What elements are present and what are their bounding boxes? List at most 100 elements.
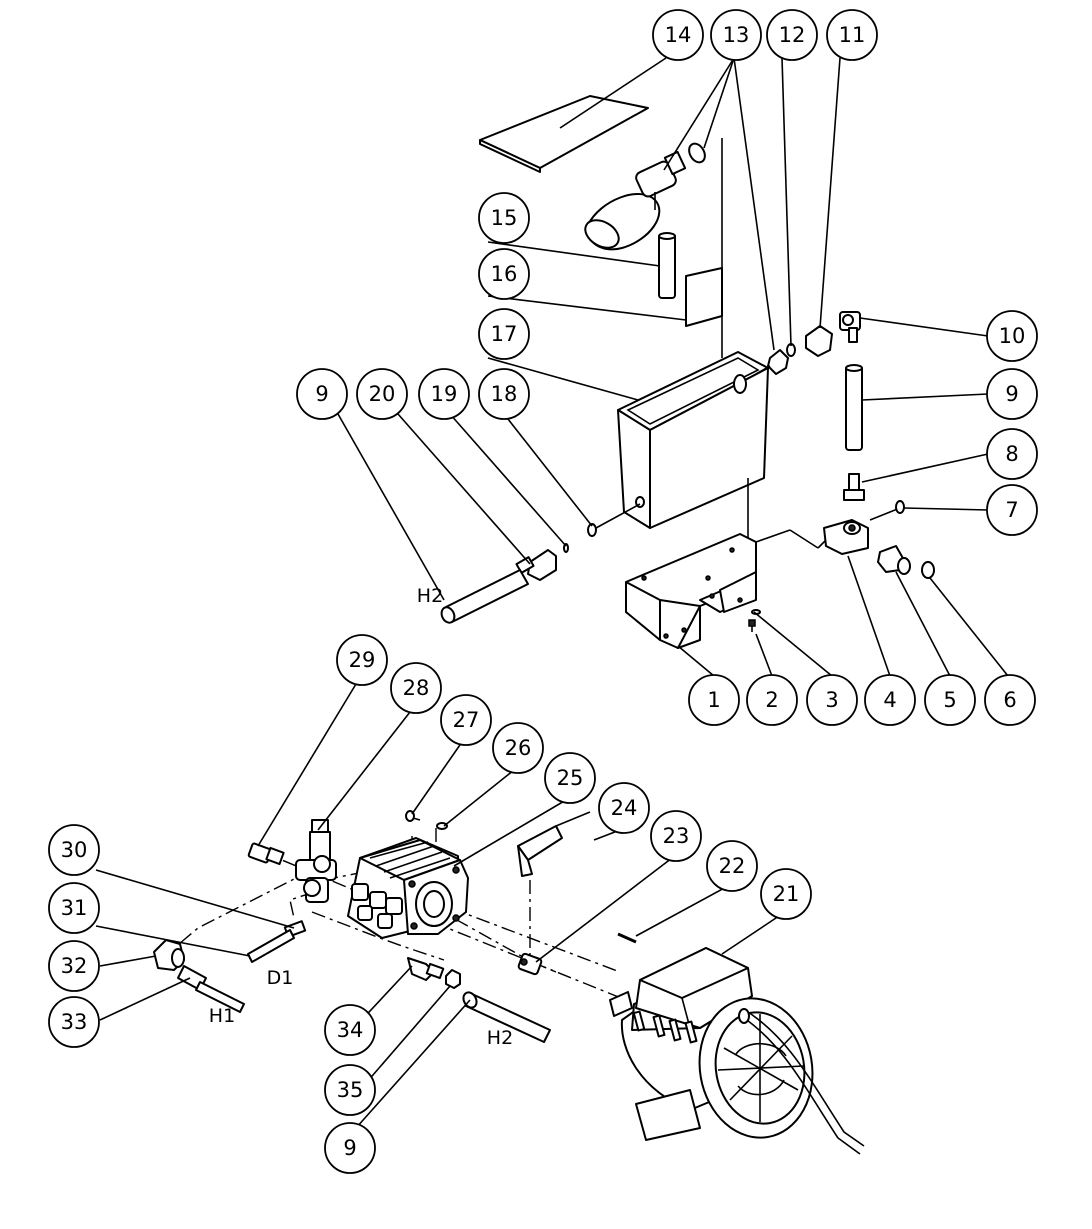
hose-tag-h1: H1 (209, 1005, 235, 1027)
callout-label: 26 (505, 736, 532, 760)
callout-4: 4 (864, 674, 916, 726)
callout-14: 14 (652, 9, 704, 61)
callout-18: 18 (478, 368, 530, 420)
float-valve-oring (688, 142, 706, 164)
callout-11: 11 (826, 9, 878, 61)
callout-31: 31 (48, 882, 100, 934)
callout-2: 2 (746, 674, 798, 726)
callout-label: 34 (337, 1018, 364, 1042)
callout-24: 24 (598, 782, 650, 834)
callout-32: 32 (48, 940, 100, 992)
callout-label: 3 (825, 688, 838, 712)
callout-label: 32 (61, 954, 88, 978)
callout-label: 20 (369, 382, 396, 406)
callout-16: 16 (478, 248, 530, 300)
callout-25: 25 (544, 752, 596, 804)
callout-label: 23 (663, 824, 690, 848)
tank-outlet-fittings (755, 325, 833, 375)
inlet-connector (177, 965, 245, 1013)
leader-lines (95, 57, 1009, 1129)
outlet-barb (407, 957, 445, 981)
callout-22: 22 (706, 840, 758, 892)
hose-barb (843, 473, 865, 501)
callout-label: 10 (999, 324, 1026, 348)
callout-29: 29 (336, 634, 388, 686)
inlet-cap (153, 939, 185, 971)
valve-bracket (823, 519, 869, 555)
callout-label: 7 (1005, 498, 1018, 522)
callout-label: 9 (315, 382, 328, 406)
valve-oring (921, 561, 935, 579)
callout-balloons: 1 2 3 4 5 6 7 8 9 10 11 12 13 14 15 16 1… (48, 9, 1038, 1174)
callout-label: 6 (1003, 688, 1016, 712)
callout-label: 22 (719, 854, 746, 878)
pump-washer (436, 822, 448, 830)
callout-3: 3 (806, 674, 858, 726)
callout-27: 27 (440, 694, 492, 746)
callout-20: 20 (356, 368, 408, 420)
elbow-fitting (839, 311, 861, 343)
callout-label: 29 (349, 648, 376, 672)
bypass-hose (247, 929, 295, 963)
callout-12: 12 (766, 9, 818, 61)
callout-label: 18 (491, 382, 518, 406)
callout-5: 5 (924, 674, 976, 726)
pump-head (347, 837, 469, 939)
callout-label: 19 (431, 382, 458, 406)
unloader-valve (295, 819, 337, 903)
callout-1: 1 (688, 674, 740, 726)
callout-21: 21 (760, 868, 812, 920)
float-valve (584, 150, 687, 251)
callout-label: 5 (943, 688, 956, 712)
standpipe (658, 232, 676, 299)
shaft-elbow (517, 811, 591, 877)
callout-label: 9 (1005, 382, 1018, 406)
callout-label: 31 (61, 896, 88, 920)
baffle-plate (685, 267, 723, 327)
callout-label: 25 (557, 766, 584, 790)
callout-6: 6 (984, 674, 1036, 726)
bracket-screw (748, 609, 761, 632)
callout-label: 30 (61, 838, 88, 862)
callout-30: 30 (48, 824, 100, 876)
hose-left (440, 569, 529, 624)
callout-17: 17 (478, 308, 530, 360)
callout-7: 7 (986, 484, 1038, 536)
callout-label: 14 (665, 23, 692, 47)
motor-key (617, 932, 637, 944)
frame-bracket (625, 529, 827, 649)
callout-9-left: 9 (296, 368, 348, 420)
callout-28: 28 (390, 662, 442, 714)
outlet-elbow (517, 952, 543, 976)
callout-label: 13 (723, 23, 750, 47)
callout-34: 34 (324, 1004, 376, 1056)
callout-label: 2 (765, 688, 778, 712)
callout-label: 33 (61, 1010, 88, 1034)
inlet-valve (877, 545, 911, 575)
callout-label: 16 (491, 262, 518, 286)
callout-19: 19 (418, 368, 470, 420)
callout-label: 28 (403, 676, 430, 700)
callout-13: 13 (710, 9, 762, 61)
hose-tags: H2 D1 H1 H2 (209, 585, 513, 1049)
callout-label: 24 (611, 796, 638, 820)
callout-label: 21 (773, 882, 800, 906)
callout-label: 35 (337, 1078, 364, 1102)
hose-tag-h2-top: H2 (417, 585, 443, 607)
hose-tag-h2-bottom: H2 (487, 1027, 513, 1049)
callout-35: 35 (324, 1064, 376, 1116)
callout-26: 26 (492, 722, 544, 774)
callout-8: 8 (986, 428, 1038, 480)
tank-inlet-fittings (515, 503, 641, 581)
callout-label: 17 (491, 322, 518, 346)
outlet-nut (445, 969, 461, 989)
electric-motor (609, 947, 865, 1155)
callout-label: 9 (343, 1136, 356, 1160)
float-tank (617, 351, 769, 529)
tank-lid-plate (479, 95, 649, 173)
callout-label: 1 (707, 688, 720, 712)
callout-9: 9 (986, 368, 1038, 420)
callout-9-bottom: 9 (324, 1122, 376, 1174)
